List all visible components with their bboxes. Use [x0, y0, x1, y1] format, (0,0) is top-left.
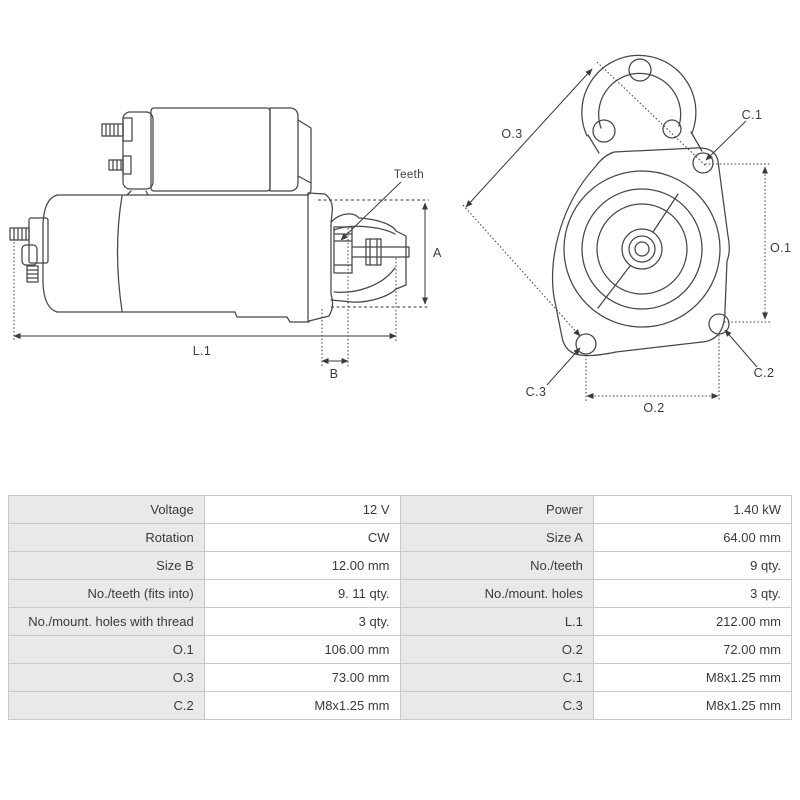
- dim-label-c1: C.1: [742, 108, 763, 122]
- spec-row-teethfits-mountholes: No./teeth (fits into) 9. 11 qty. No./mou…: [8, 579, 793, 608]
- dim-label-l1: L.1: [193, 344, 212, 358]
- plate-hole-right: [662, 119, 682, 139]
- dim-label-o3: O.3: [501, 127, 522, 141]
- solenoid-outline: [122, 107, 312, 196]
- housing-circles: [563, 170, 721, 328]
- spec-value-cell: M8x1.25 mm: [203, 691, 401, 720]
- front-view-diagram: [551, 54, 730, 357]
- starter-motor-technical-drawing: Teeth A L.1 B O.3 C.1 O.1 C.2 C.3 O.2: [9, 54, 791, 415]
- dim-label-c3: C.3: [526, 385, 547, 399]
- spec-label-cell: Voltage: [8, 495, 205, 524]
- side-view-diagram: [9, 107, 410, 323]
- spec-value-cell: CW: [203, 523, 401, 552]
- dim-a-extension-lines: [318, 199, 429, 308]
- spec-value-cell: 72.00 mm: [592, 635, 793, 664]
- c3-leader-line: [546, 347, 581, 386]
- spec-row-o3-c1: O.3 73.00 mm C.1 M8x1.25 mm: [8, 663, 793, 692]
- dim-o2-extension-lines: [585, 335, 720, 401]
- spec-value-cell: 1.40 kW: [592, 495, 793, 524]
- mount-hole-c3: [575, 333, 597, 355]
- spec-value-cell: 73.00 mm: [203, 663, 401, 692]
- spec-label-cell: L.1: [399, 607, 594, 636]
- spec-value-cell: 12.00 mm: [203, 551, 401, 580]
- spec-row-c2-c3: C.2 M8x1.25 mm C.3 M8x1.25 mm: [8, 691, 793, 720]
- spec-value-cell: 64.00 mm: [592, 523, 793, 552]
- spec-value-cell: 106.00 mm: [203, 635, 401, 664]
- spec-table: Voltage 12 V Power 1.40 kW Rotation CW S…: [8, 495, 793, 720]
- motor-body-outline: [42, 194, 310, 323]
- spec-label-cell: No./teeth: [399, 551, 594, 580]
- spec-label-cell: No./teeth (fits into): [8, 579, 205, 608]
- spec-label-cell: No./mount. holes: [399, 579, 594, 608]
- spec-row-mountthread-l1: No./mount. holes with thread 3 qty. L.1 …: [8, 607, 793, 636]
- spec-row-voltage-power: Voltage 12 V Power 1.40 kW: [8, 495, 793, 524]
- c2-leader-line: [724, 329, 758, 368]
- c1-leader-line: [705, 120, 747, 161]
- spec-label-cell: O.2: [399, 635, 594, 664]
- spec-value-cell: 9 qty.: [592, 551, 793, 580]
- rear-terminal-assembly: [9, 217, 49, 283]
- spec-value-cell: 3 qty.: [592, 579, 793, 608]
- spec-value-cell: 9. 11 qty.: [203, 579, 401, 608]
- spec-row-rotation-sizea: Rotation CW Size A 64.00 mm: [8, 523, 793, 552]
- spec-value-cell: M8x1.25 mm: [592, 691, 793, 720]
- mount-hole-c1: [692, 152, 714, 174]
- dim-o3-extension-upper: [596, 61, 708, 168]
- spec-label-cell: O.3: [8, 663, 205, 692]
- spec-label-cell: Power: [399, 495, 594, 524]
- spec-label-cell: C.3: [399, 691, 594, 720]
- dim-o1-extension-lines: [705, 163, 770, 323]
- mount-hole-c2: [708, 313, 730, 335]
- dim-label-b: B: [330, 367, 339, 381]
- spec-label-cell: O.1: [8, 635, 205, 664]
- solenoid-front-plate: [581, 54, 703, 154]
- spec-label-cell: Rotation: [8, 523, 205, 552]
- dimension-lines: [13, 61, 770, 401]
- solenoid-terminal-bolts: [101, 117, 133, 175]
- plate-hole-left: [592, 119, 616, 143]
- dim-l1-extension-lines: [13, 231, 397, 342]
- dim-label-a: A: [433, 246, 442, 260]
- spec-label-cell: C.2: [8, 691, 205, 720]
- center-bracket-outline: [307, 192, 334, 323]
- teeth-label: Teeth: [394, 169, 424, 181]
- teeth-leader-line: [340, 181, 402, 241]
- spec-label-cell: Size B: [8, 551, 205, 580]
- spec-value-cell: 212.00 mm: [592, 607, 793, 636]
- dim-label-o2: O.2: [643, 401, 664, 415]
- dim-o3-extension-lower: [462, 204, 581, 337]
- spec-value-cell: 3 qty.: [203, 607, 401, 636]
- dim-label-c2: C.2: [754, 366, 775, 380]
- spec-label-cell: Size A: [399, 523, 594, 552]
- mounting-flange-outline: [551, 147, 730, 357]
- spec-value-cell: 12 V: [203, 495, 401, 524]
- plate-hole-top: [628, 58, 652, 82]
- spec-row-sizeb-teeth: Size B 12.00 mm No./teeth 9 qty.: [8, 551, 793, 580]
- drive-housing-outline: [330, 213, 407, 303]
- pinion-gear: [333, 226, 410, 274]
- dim-b-extension-lines: [321, 228, 349, 367]
- dim-label-o1: O.1: [770, 241, 791, 255]
- spec-label-cell: C.1: [399, 663, 594, 692]
- dim-o3-line: [465, 68, 593, 208]
- spec-table-section: Voltage 12 V Power 1.40 kW Rotation CW S…: [0, 495, 800, 720]
- spec-label-cell: No./mount. holes with thread: [8, 607, 205, 636]
- spec-value-cell: M8x1.25 mm: [592, 663, 793, 692]
- spec-row-o1-o2: O.1 106.00 mm O.2 72.00 mm: [8, 635, 793, 664]
